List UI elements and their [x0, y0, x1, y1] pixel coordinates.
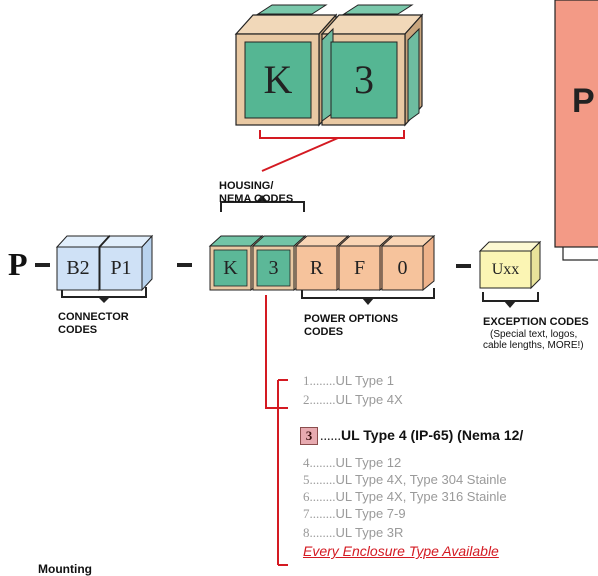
housing-label-line2: NEMA CODES — [219, 193, 294, 205]
housing-code-2: 3 — [268, 257, 279, 279]
callout-letter: P — [572, 82, 595, 120]
enclosure-option-dots: ........ — [309, 525, 336, 540]
enclosure-option-dots: ........ — [309, 392, 336, 407]
enclosure-option-text: UL Type 4 (IP-65) (Nema 12/ — [341, 427, 524, 443]
enclosure-option-text: UL Type 12 — [335, 455, 402, 470]
dash-separators — [35, 263, 471, 268]
enclosure-option-1: 1........UL Type 1 — [303, 373, 394, 389]
enclosure-option-number: 5 — [303, 472, 310, 487]
power-code-1: R — [309, 257, 324, 279]
selected-code-box: 3 — [300, 427, 318, 446]
housing-code-1: K — [223, 257, 238, 279]
enclosure-option-number: 8 — [303, 525, 310, 540]
enclosure-option-dots: ........ — [309, 489, 336, 504]
enclosure-option-dots: ........ — [309, 472, 336, 487]
enclosure-option-text: UL Type 4X, Type 304 Stainle — [335, 472, 507, 487]
enclosure-option-6: 6........UL Type 4X, Type 316 Stainle — [303, 489, 507, 505]
enclosure-option-4: 4........UL Type 12 — [303, 455, 401, 471]
enclosure-option-8: 8........UL Type 3R — [303, 525, 403, 541]
exception-note-line2: cable lengths, MORE!) — [483, 340, 584, 351]
enclosure-option-number: 2 — [303, 392, 310, 407]
enclosure-option-number: 6 — [303, 489, 310, 504]
connector-label-line1: CONNECTOR — [58, 311, 129, 323]
enclosure-option-text: UL Type 1 — [335, 373, 395, 388]
enclosure-option-5: 5........UL Type 4X, Type 304 Stainle — [303, 472, 507, 488]
enclosure-option-text: UL Type 4X, Type 316 Stainle — [335, 489, 507, 504]
exception-note-line1: (Special text, logos, — [490, 329, 578, 340]
section-brackets — [61, 195, 539, 308]
enclosure-option-text: UL Type 4X — [335, 392, 403, 407]
enclosure-option-2: 2........UL Type 4X — [303, 392, 403, 408]
enclosure-option-text: UL Type 3R — [335, 525, 404, 540]
power-label-line1: POWER OPTIONS — [304, 313, 399, 325]
prefix-letter: P — [8, 246, 28, 282]
enclosure-option-number: 7 — [303, 506, 310, 521]
enclosure-option-dots: ........ — [309, 455, 336, 470]
enclosure-option-number: 4 — [303, 455, 310, 470]
callout-box — [554, 0, 598, 261]
enclosure-option-number: 1 — [303, 373, 310, 388]
enclosure-option-text: UL Type 7-9 — [335, 506, 406, 521]
large-cube-letter-1: K — [263, 57, 293, 102]
large-cube-group — [234, 4, 424, 127]
enclosure-option-selected: 3......UL Type 4 (IP-65) (Nema 12/ — [300, 427, 524, 446]
connector-label-line2: CODES — [58, 324, 98, 336]
enclosure-option-7: 7........UL Type 7-9 — [303, 506, 406, 522]
large-cube-letter-2: 3 — [354, 57, 374, 102]
connector-code-2: P1 — [110, 257, 132, 279]
exception-code: Uxx — [491, 261, 520, 278]
red-leader-lines — [259, 130, 405, 566]
housing-label-line1: HOUSING/ — [219, 180, 274, 192]
power-code-3: 0 — [397, 257, 408, 279]
power-code-2: F — [353, 257, 366, 279]
mounting-label: Mounting — [38, 562, 92, 576]
exception-cube — [478, 240, 542, 290]
enclosure-option-dots: ........ — [309, 373, 336, 388]
connector-code-1: B2 — [66, 257, 90, 279]
enclosure-option-dots: ........ — [309, 506, 336, 521]
power-cubes — [294, 234, 436, 292]
exception-label: EXCEPTION CODES — [483, 316, 589, 328]
housing-cubes — [208, 234, 307, 292]
connector-cubes — [55, 234, 154, 292]
power-label-line2: CODES — [304, 326, 344, 338]
enclosure-option-dots: ...... — [320, 429, 341, 444]
enclosure-footer-note: Every Enclosure Type Available — [303, 543, 499, 559]
